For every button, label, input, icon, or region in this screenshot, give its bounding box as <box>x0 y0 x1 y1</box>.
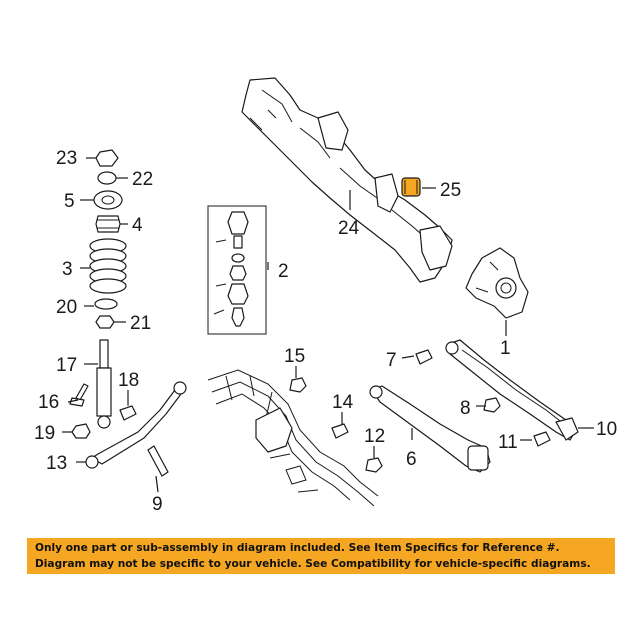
callout-11: 11 <box>498 432 518 453</box>
callout-8: 8 <box>460 398 471 419</box>
callout-1: 1 <box>500 338 511 359</box>
frame-section <box>207 369 379 507</box>
callout-16: 16 <box>38 392 59 413</box>
axle-housing <box>241 77 453 283</box>
callout-24: 24 <box>338 218 360 239</box>
bolt-11 <box>533 431 551 447</box>
disclaimer-banner: Only one part or sub-assembly in diagram… <box>27 538 615 574</box>
callout-15: 15 <box>284 346 305 367</box>
disclaimer-line-2: Diagram may not be specific to your vehi… <box>35 558 591 570</box>
bushing-part-25 <box>401 177 421 197</box>
leader-lines <box>62 157 594 493</box>
callout-5: 5 <box>64 191 75 212</box>
lower-control-arm <box>369 385 491 473</box>
bolt-7 <box>415 349 433 365</box>
steering-knuckle <box>465 247 529 319</box>
callout-3: 3 <box>62 259 73 280</box>
callout-18: 18 <box>118 370 139 391</box>
callout-6: 6 <box>406 449 417 470</box>
nut-8 <box>483 397 501 413</box>
callout-4: 4 <box>132 215 143 236</box>
nut-19 <box>71 423 91 439</box>
upper-control-arm <box>445 339 579 441</box>
callout-22: 22 <box>132 169 153 190</box>
callout-17: 17 <box>56 355 77 376</box>
bolt-15 <box>289 377 307 393</box>
callout-25: 25 <box>440 180 461 201</box>
callout-2: 2 <box>278 261 289 282</box>
callout-12: 12 <box>364 426 385 447</box>
callout-9: 9 <box>152 494 163 515</box>
callout-23: 23 <box>56 148 77 169</box>
ball-joint-kit <box>207 205 267 335</box>
callout-7: 7 <box>386 350 397 371</box>
bolt-9 <box>147 445 169 477</box>
callout-13: 13 <box>46 453 67 474</box>
callout-14: 14 <box>332 392 354 413</box>
callout-19: 19 <box>34 423 55 444</box>
bolt-14 <box>331 423 349 439</box>
callout-20: 20 <box>56 297 77 318</box>
bolt-16 <box>69 383 89 407</box>
callout-labels: 23 22 5 4 3 20 21 17 16 19 18 13 9 2 24 … <box>34 148 617 515</box>
disclaimer-line-1: Only one part or sub-assembly in diagram… <box>35 542 560 554</box>
coil-spring-stack <box>89 149 127 329</box>
shock-absorber <box>96 339 112 429</box>
callout-21: 21 <box>130 313 151 334</box>
nut-12 <box>365 457 383 473</box>
callout-10: 10 <box>596 419 617 440</box>
